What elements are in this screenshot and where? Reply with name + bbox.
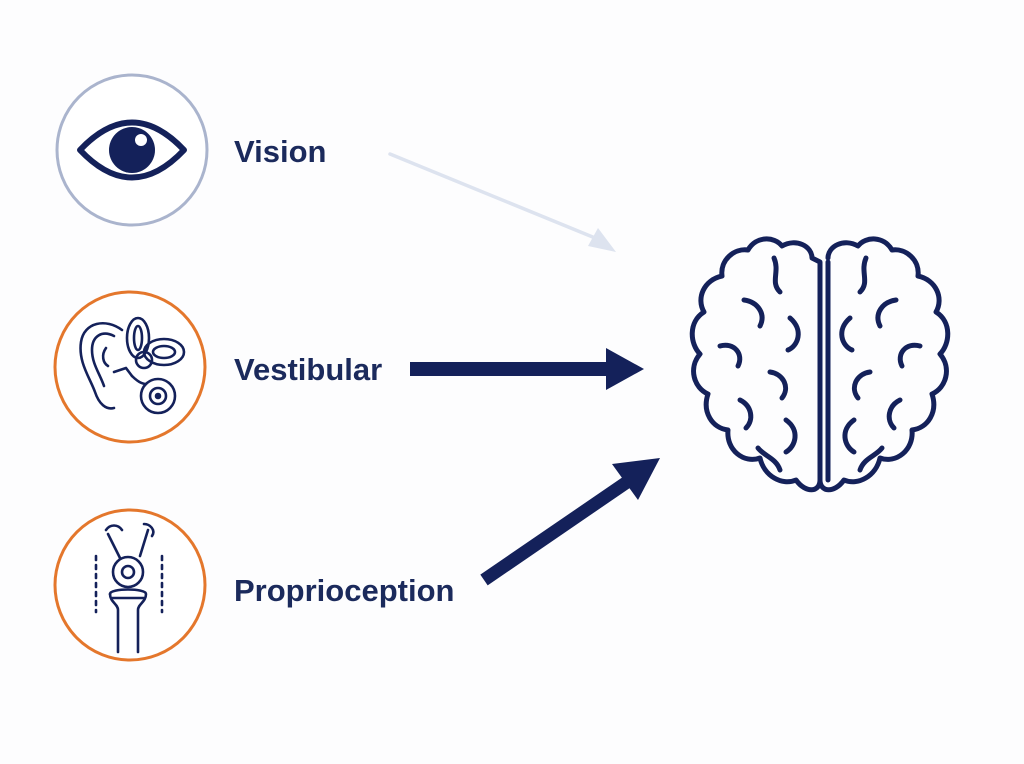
vestibular-arrow — [410, 348, 644, 390]
vision-label: Vision — [234, 134, 326, 169]
vestibular-node: Vestibular — [53, 290, 382, 444]
proprioception-icon-ring — [53, 508, 207, 662]
inner-ear-icon — [79, 316, 186, 415]
vision-arrow — [388, 152, 616, 252]
vestibular-label: Vestibular — [234, 352, 382, 387]
vestibular-icon-ring — [53, 290, 207, 444]
proprioception-label: Proprioception — [234, 573, 454, 608]
brain-icon — [689, 236, 951, 493]
proprioception-arrow — [480, 458, 660, 586]
knee-joint-icon — [94, 522, 164, 654]
eye-icon — [77, 119, 187, 181]
vision-node: Vision — [55, 73, 326, 227]
proprioception-node: Proprioception — [53, 508, 454, 662]
